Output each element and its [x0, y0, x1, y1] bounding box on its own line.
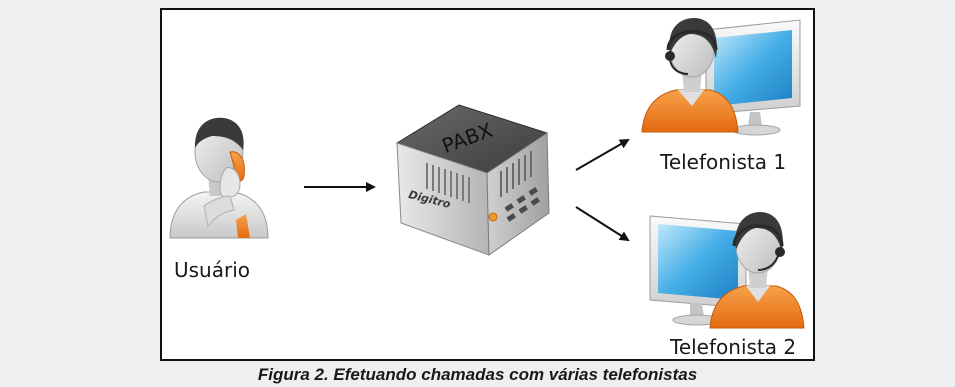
- figure-caption: Figura 2. Efetuando chamadas com várias …: [257, 365, 698, 384]
- user-label: Usuário: [174, 258, 251, 282]
- edge-pabx-to-operator1: [575, 139, 630, 171]
- operator2-label: Telefonista 2: [670, 335, 797, 359]
- operator1-label: Telefonista 1: [660, 150, 787, 174]
- headset-operator-icon: [641, 18, 801, 136]
- monitor-icon: [705, 19, 801, 136]
- edge-pabx-to-operator2: [575, 206, 630, 242]
- caller-person-icon: [169, 117, 269, 239]
- pabx-server-icon: Digitro PABX: [395, 104, 550, 256]
- monitor-icon: [649, 215, 747, 326]
- headset-operator-icon: [649, 212, 805, 329]
- diagram-frame: Digitro PABX: [160, 8, 815, 361]
- diagram-canvas: Digitro PABX: [169, 18, 805, 329]
